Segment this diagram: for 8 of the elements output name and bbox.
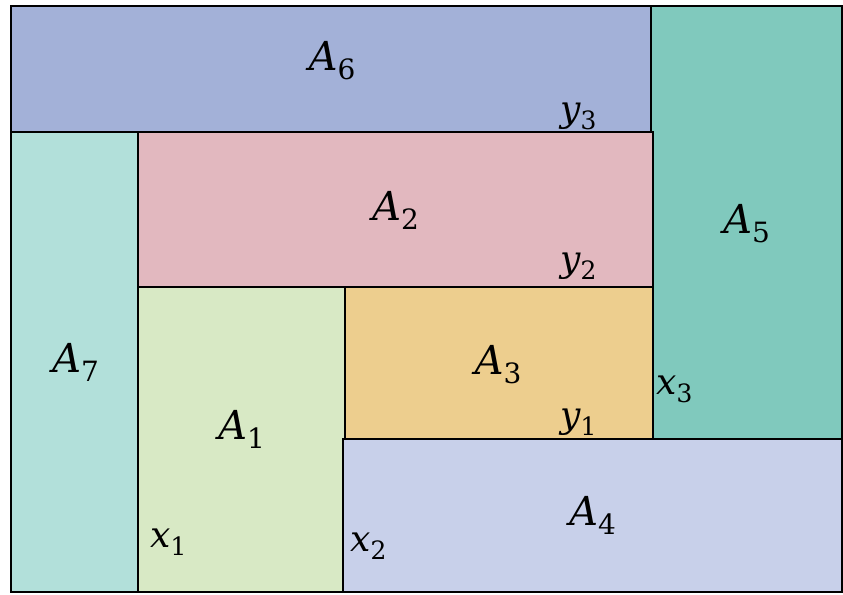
region — [342, 438, 843, 593]
variable-label: y$_{3}$ — [560, 92, 596, 134]
variable-label: y$_{2}$ — [560, 242, 596, 284]
variable-label: x$_{3}$ — [656, 365, 692, 406]
variable-label: y$_{1}$ — [560, 398, 596, 440]
region — [137, 286, 346, 593]
variable-label: x$_{1}$ — [150, 518, 186, 560]
variable-label: x$_{2}$ — [350, 522, 386, 564]
